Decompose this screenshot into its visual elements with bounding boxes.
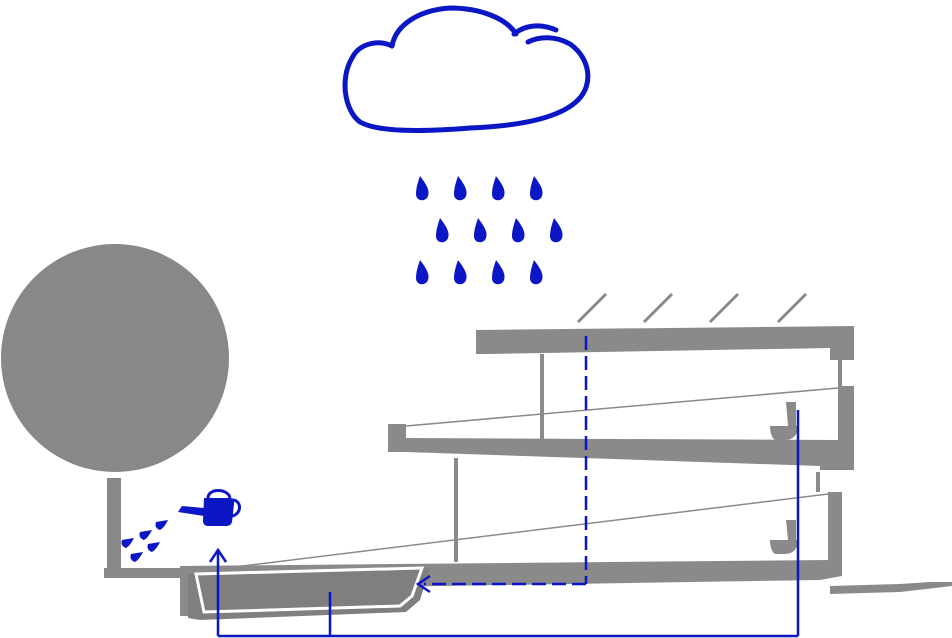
downpipe bbox=[424, 336, 588, 586]
raindrop-icon bbox=[492, 176, 505, 201]
raindrop-icon bbox=[474, 218, 487, 243]
raindrop-icon bbox=[416, 176, 429, 201]
water-flow-arrow bbox=[208, 410, 800, 638]
raindrop-icon bbox=[530, 260, 543, 285]
watering-drops bbox=[121, 520, 168, 562]
glazing-lines bbox=[209, 387, 839, 571]
building-section bbox=[180, 326, 854, 620]
rainwater-tank bbox=[194, 566, 425, 614]
tree-icon bbox=[1, 244, 229, 568]
raindrop-icon bbox=[454, 176, 467, 201]
watering-can-icon bbox=[178, 489, 241, 526]
raindrop-icon bbox=[530, 176, 543, 201]
raindrop-icon bbox=[492, 260, 505, 285]
raindrop-icon bbox=[454, 260, 467, 285]
cloud-icon bbox=[342, 5, 591, 133]
raindrop-icon bbox=[550, 218, 563, 243]
ground bbox=[104, 568, 952, 594]
rain-group bbox=[416, 176, 563, 285]
raindrop-icon bbox=[512, 218, 525, 243]
raindrop-icon bbox=[436, 218, 449, 243]
toilet-icon bbox=[770, 402, 798, 554]
raindrop-icon bbox=[416, 260, 429, 285]
solar-panel-icon bbox=[576, 292, 808, 324]
